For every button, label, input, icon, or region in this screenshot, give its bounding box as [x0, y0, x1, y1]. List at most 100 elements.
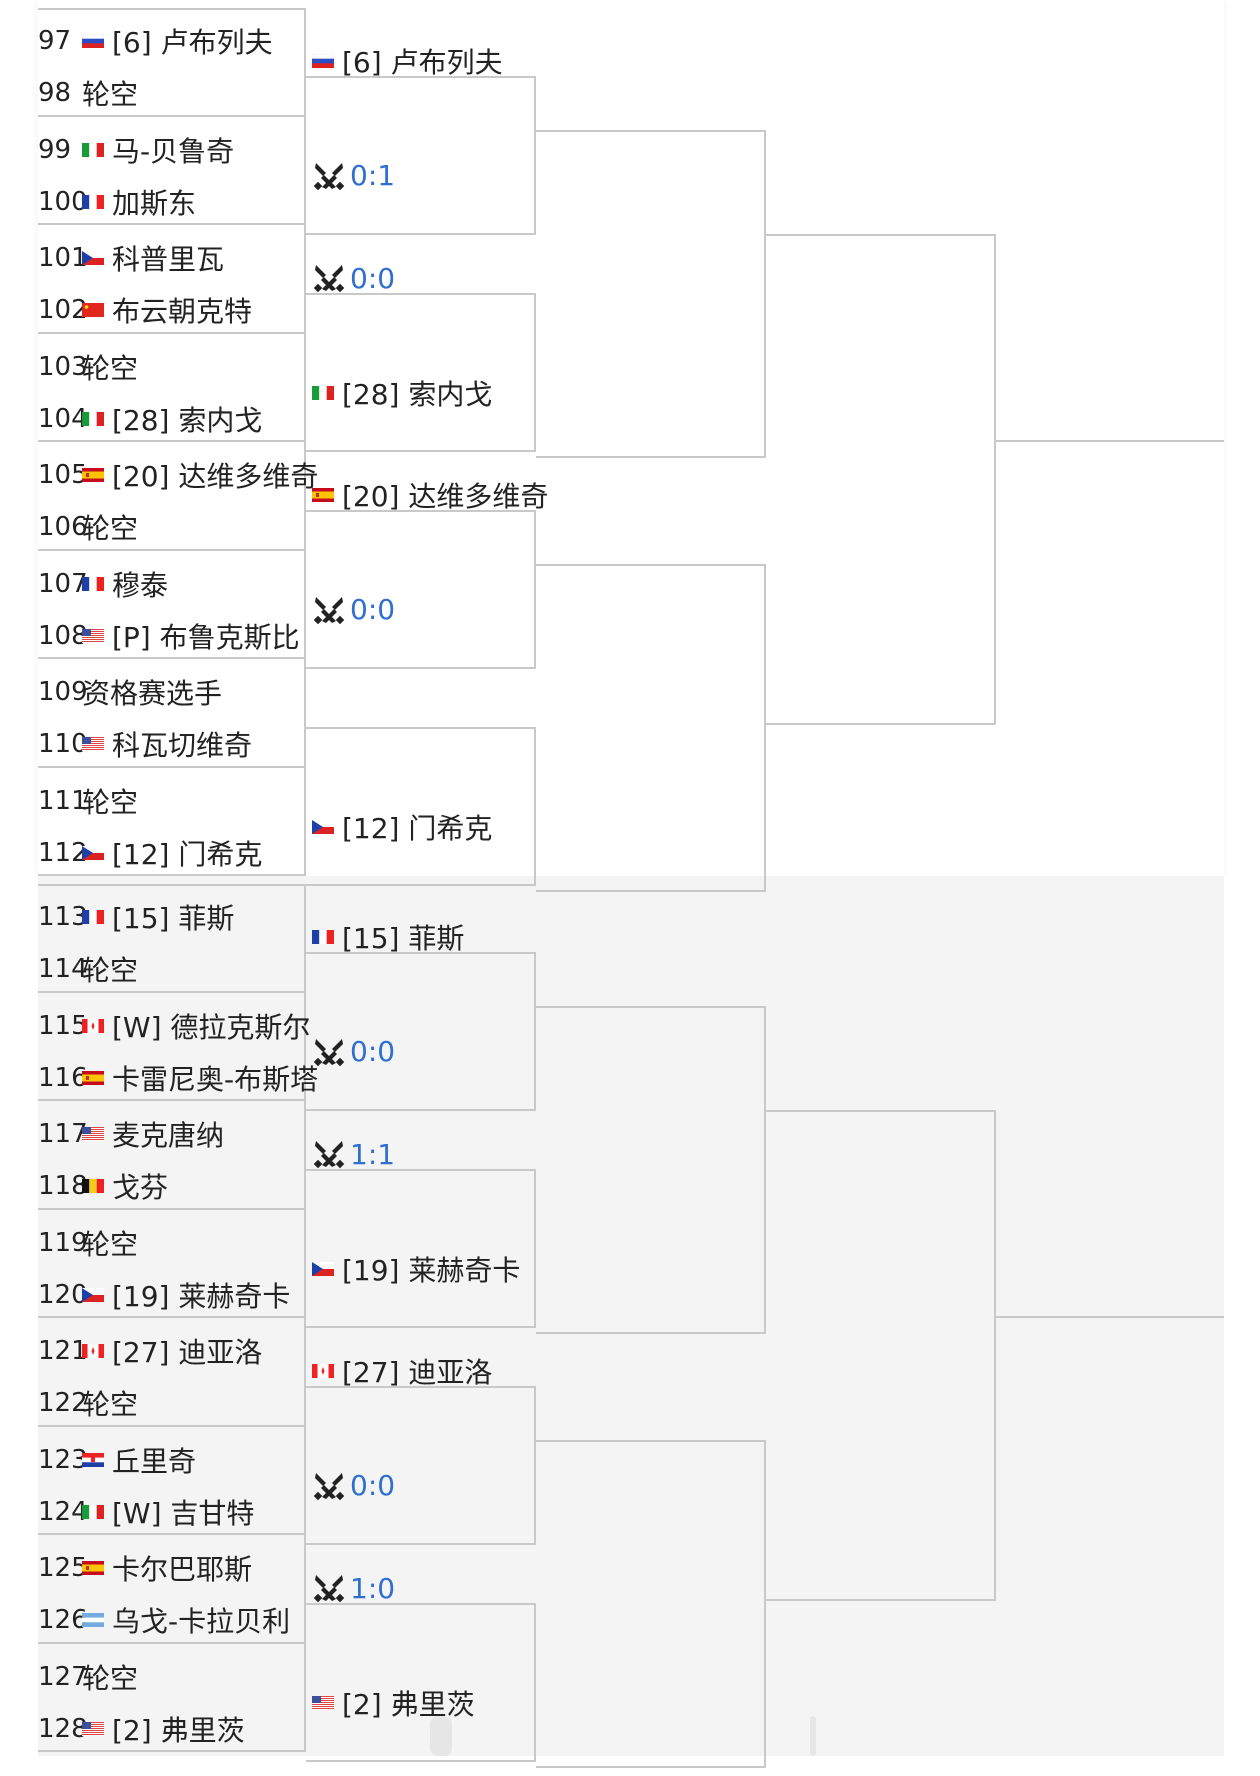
player-name: [2] 弗里茨 [342, 1687, 475, 1721]
round1-match-box [38, 767, 306, 876]
russia-flag-icon [82, 34, 104, 48]
bracket-section-top [38, 0, 1224, 876]
spain-flag-icon [312, 488, 334, 502]
belgium-flag-icon [82, 1179, 104, 1193]
player-name: 卡雷尼奥-布斯塔 [112, 1062, 319, 1096]
player-name: 麦克唐纳 [112, 1119, 225, 1152]
round1-match-box [38, 116, 306, 225]
scroll-indicator[interactable] [810, 1716, 816, 1756]
round1-player-row[interactable]: 112[12] 门希克 [38, 826, 306, 880]
round1-player-row[interactable]: 120[19] 莱赫奇卡 [38, 1268, 306, 1322]
round1-player-row[interactable]: 115[W] 德拉克斯尔 [38, 999, 310, 1053]
player-name: 资格赛选手 [82, 677, 223, 710]
player-name: 科普里瓦 [112, 243, 225, 276]
crossed-swords-icon [313, 1575, 345, 1603]
round3-connector [536, 1440, 766, 1768]
draw-number: 119 [38, 1227, 88, 1258]
round2-entry[interactable]: [6] 卢布列夫 [312, 34, 503, 88]
draw-number: 116 [38, 1062, 88, 1093]
player-name: 轮空 [82, 512, 139, 545]
round1-player-row[interactable]: 105[20] 达维多维奇 [38, 448, 318, 502]
france-flag-icon [82, 576, 104, 591]
round1-match-box [38, 1209, 306, 1318]
round1-match-box [38, 550, 306, 659]
draw-number: 101 [38, 243, 88, 273]
round3-connector [536, 1006, 766, 1334]
round2-entry[interactable]: [28] 索内戈 [312, 366, 492, 420]
player-name: [6] 卢布列夫 [112, 26, 273, 59]
scroll-indicator[interactable] [430, 1716, 452, 1756]
draw-number: 108 [38, 620, 88, 651]
round2-match-box [306, 727, 536, 886]
round1-player-row[interactable]: 128[2] 弗里茨 [38, 1702, 306, 1756]
italy-flag-icon [82, 1504, 104, 1519]
round2-entry[interactable]: 0:0 [312, 251, 395, 305]
usa-flag-icon [82, 1721, 104, 1736]
round2-entry[interactable]: 0:1 [312, 149, 395, 203]
round2-entry[interactable]: [20] 达维多维奇 [312, 468, 548, 522]
draw-number: 106 [38, 512, 88, 542]
draw-number: 125 [38, 1553, 88, 1583]
player-name: 布云朝克特 [112, 295, 253, 328]
round1-player-row[interactable]: 104[28] 索内戈 [38, 392, 306, 446]
round1-player-row[interactable]: 117 麦克唐纳 [38, 1107, 306, 1161]
round2-match-box [306, 1603, 536, 1762]
round1-player-row[interactable]: 121[27] 迪亚洛 [38, 1324, 306, 1378]
round1-player-row[interactable]: 97[6] 卢布列夫 [38, 14, 306, 68]
round1-player-row[interactable]: 113[15] 菲斯 [38, 890, 306, 944]
draw-number: 107 [38, 568, 88, 599]
russia-flag-icon [312, 54, 334, 68]
round1-player-row[interactable]: 124[W] 吉甘特 [38, 1485, 306, 1539]
france-flag-icon [82, 910, 104, 924]
player-name: [19] 莱赫奇卡 [112, 1279, 291, 1313]
round2-entry[interactable]: 1:0 [312, 1561, 395, 1615]
round2-entry[interactable]: [12] 门希克 [312, 800, 492, 854]
round1-player-row[interactable]: 116 卡雷尼奥-布斯塔 [38, 1051, 318, 1105]
draw-number: 121 [38, 1336, 88, 1366]
round3-connector [536, 564, 766, 892]
round2-entry[interactable]: 1:1 [312, 1127, 395, 1181]
canada-flag-icon [82, 1344, 104, 1358]
round2-entry[interactable]: 0:0 [312, 583, 395, 637]
draw-number: 100 [38, 186, 88, 217]
round1-player-row[interactable]: 101 科普里瓦 [38, 231, 306, 285]
round2-entry[interactable]: [27] 迪亚洛 [312, 1344, 492, 1398]
round2-entry[interactable]: [2] 弗里茨 [312, 1676, 475, 1730]
player-name: [15] 菲斯 [342, 922, 465, 955]
round1-player-row[interactable]: 108[P] 布鲁克斯比 [38, 609, 306, 663]
round2-entry[interactable]: [15] 菲斯 [312, 910, 464, 964]
player-name: 乌戈-卡拉贝利 [112, 1605, 291, 1638]
player-name: [W] 吉甘特 [112, 1496, 255, 1530]
draw-number: 117 [38, 1119, 88, 1149]
czech-flag-icon [312, 819, 334, 834]
round1-match-box [38, 1535, 306, 1644]
player-name: 轮空 [82, 785, 139, 819]
player-name: 轮空 [82, 1388, 139, 1421]
round2-entry[interactable]: 0:0 [312, 1025, 395, 1079]
france-flag-icon [82, 194, 104, 209]
spain-flag-icon [82, 1070, 104, 1085]
round2-entry[interactable]: 0:0 [312, 1459, 395, 1513]
match-score: 0:0 [350, 1035, 396, 1068]
round1-match-box [38, 8, 306, 117]
round2-entry[interactable]: [19] 莱赫奇卡 [312, 1242, 520, 1296]
player-name: [20] 达维多维奇 [342, 480, 549, 513]
